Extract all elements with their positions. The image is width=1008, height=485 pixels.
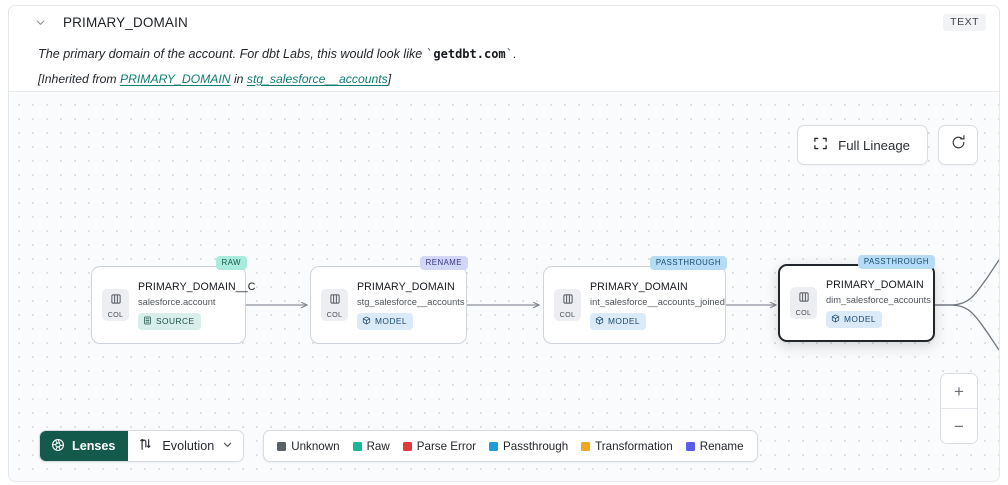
lineage-legend: Unknown Raw Parse Error Passthrough (263, 430, 758, 462)
legend-item: Rename (685, 439, 744, 453)
evolution-label: Evolution (162, 439, 215, 453)
column-chip-label: COL (326, 309, 343, 319)
inherited-suffix: ] (387, 72, 392, 86)
zoom-out-button[interactable]: − (941, 409, 977, 443)
legend-swatch-rename (685, 441, 695, 451)
node-kind-label: MODEL (375, 316, 408, 327)
node-tag: PASSTHROUGH (649, 256, 727, 270)
chevron-down-icon[interactable] (31, 14, 49, 32)
node-column-name: PRIMARY_DOMAIN__C (138, 280, 256, 293)
full-lineage-button[interactable]: Full Lineage (797, 125, 928, 165)
legend-item: Parse Error (402, 439, 477, 453)
cube-icon (362, 316, 371, 326)
node-table-name: dim_salesforce_accounts (826, 294, 931, 305)
cube-icon (831, 314, 840, 324)
node-column-name: PRIMARY_DOMAIN (357, 280, 455, 293)
node-kind-badge: SOURCE (138, 313, 201, 330)
inherited-column-link[interactable]: PRIMARY_DOMAIN (119, 72, 231, 86)
legend-label: Transformation (595, 439, 673, 453)
description-code: getdbt.com (433, 47, 506, 61)
node-kind-label: MODEL (608, 316, 641, 327)
lenses-label: Lenses (72, 439, 116, 453)
column-chip-label: COL (107, 309, 124, 319)
evolution-flow-icon (139, 437, 154, 455)
lenses-button[interactable]: Lenses (40, 431, 129, 461)
inherited-model-link[interactable]: stg_salesforce__accounts (246, 72, 388, 86)
node-tag: RAW (215, 256, 247, 270)
zoom-controls: + − (940, 373, 978, 444)
node-tag: PASSTHROUGH (857, 255, 935, 269)
column-chip-label: COL (795, 307, 812, 317)
node-kind-label: MODEL (844, 314, 877, 325)
evolution-dropdown[interactable]: Evolution (128, 431, 244, 461)
legend-item: Unknown (277, 439, 340, 453)
inherited-mid: in (230, 72, 247, 86)
lineage-node-selected[interactable]: PASSTHROUGH COL (778, 255, 935, 342)
full-lineage-label: Full Lineage (838, 137, 910, 153)
legend-swatch-raw (352, 441, 362, 451)
legend-swatch-parse-error (402, 441, 412, 451)
refresh-button[interactable] (938, 125, 978, 165)
description-suffix: . (513, 47, 517, 61)
legend-item: Raw (352, 439, 390, 453)
node-column-name: PRIMARY_DOMAIN (590, 280, 688, 293)
column-chip: COL (554, 289, 581, 321)
node-column-name: PRIMARY_DOMAIN (826, 278, 924, 291)
inherited-from-note: [Inherited from PRIMARY_DOMAIN in stg_sa… (9, 63, 999, 86)
lineage-node[interactable]: PASSTHROUGH COL (543, 256, 727, 344)
lineage-graph: RAW COL (9, 92, 999, 481)
node-table-name: salesforce.account (138, 296, 216, 307)
column-chip: COL (790, 287, 817, 319)
panel-header: PRIMARY_DOMAIN TEXT The primary domain o… (9, 6, 999, 91)
expand-corners-icon (813, 136, 828, 154)
column-detail-panel: PRIMARY_DOMAIN TEXT The primary domain o… (8, 5, 1000, 482)
legend-label: Raw (366, 439, 390, 453)
column-icon (329, 292, 341, 310)
lineage-node[interactable]: RENAME COL (310, 256, 468, 344)
node-kind-badge: MODEL (590, 313, 647, 330)
chevron-down-icon (222, 439, 233, 453)
column-icon (562, 292, 574, 310)
legend-label: Passthrough (503, 439, 569, 453)
legend-swatch-unknown (277, 441, 287, 451)
node-tag: RENAME (419, 256, 468, 270)
column-icon (110, 292, 122, 310)
canvas-toolbar: Full Lineage (797, 125, 978, 165)
column-chip-label: COL (559, 309, 576, 319)
lineage-node[interactable]: RAW COL (91, 256, 256, 344)
inherited-prefix: [Inherited from (38, 72, 120, 86)
page-title: PRIMARY_DOMAIN (63, 15, 188, 30)
node-kind-badge: MODEL (826, 311, 883, 328)
column-description: The primary domain of the account. For d… (38, 46, 517, 61)
lenses-evolution-group: Lenses Evolution (39, 430, 245, 462)
legend-item: Passthrough (489, 440, 568, 453)
aperture-icon (51, 438, 65, 455)
node-kind-badge: MODEL (357, 313, 414, 330)
column-icon (798, 290, 810, 308)
legend-label: Rename (699, 439, 744, 453)
legend-item: Transformation (581, 440, 673, 453)
legend-label: Unknown (291, 439, 340, 453)
description-text: The primary domain of the account. For d… (38, 47, 426, 61)
zoom-in-button[interactable]: + (941, 374, 977, 408)
node-kind-label: SOURCE (156, 316, 195, 327)
table-icon (143, 316, 152, 326)
node-table-name: stg_salesforce__accounts (357, 296, 465, 307)
column-chip: COL (321, 289, 348, 321)
type-badge: TEXT (943, 14, 986, 31)
node-table-name: int_salesforce__accounts_joined (590, 296, 725, 307)
legend-swatch-transformation (581, 441, 591, 451)
legend-swatch-passthrough (489, 441, 499, 451)
lineage-canvas[interactable]: Full Lineage (9, 91, 999, 481)
zoom-divider (941, 408, 977, 409)
cube-icon (595, 316, 604, 326)
canvas-bottom-bar: Lenses Evolution (39, 430, 758, 462)
refresh-icon (950, 134, 967, 156)
legend-label: Parse Error (416, 439, 477, 453)
column-chip: COL (102, 289, 129, 321)
